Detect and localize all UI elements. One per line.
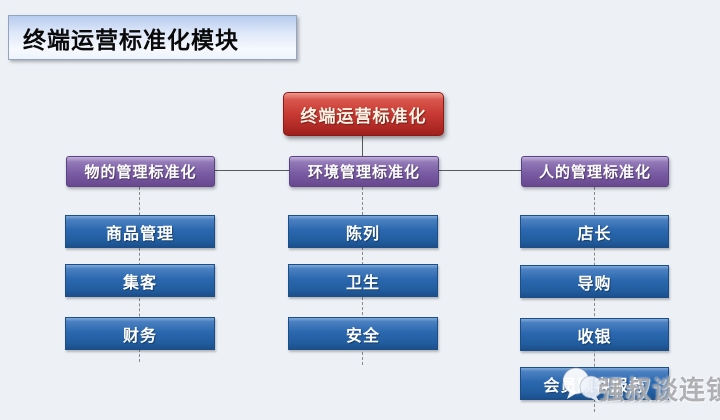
leaf-node: 陈列: [288, 215, 438, 248]
chat-bubbles-logo-icon: [562, 367, 603, 403]
leaf-node: 收银: [520, 318, 669, 351]
leaf-node: 商品管理: [65, 215, 215, 248]
leaf-node-label: 店长: [577, 225, 612, 243]
leaf-node-label: 收银: [577, 328, 612, 346]
leaf-node-label: 陈列: [345, 225, 380, 243]
leaf-node: 安全: [288, 317, 438, 350]
leaf-node-label: 集客: [122, 274, 157, 292]
watermark-text: 强叔谈连锁: [598, 375, 720, 405]
branch-node-label: 物的管理标准化: [84, 164, 197, 181]
branch-node-environment: 环境管理标准化: [289, 156, 439, 187]
root-node: 终端运营标准化: [283, 92, 444, 136]
branch-node-people: 人的管理标准化: [521, 156, 669, 187]
connector-dashed-column-right: [594, 187, 595, 412]
leaf-node-label: 安全: [345, 327, 380, 345]
leaf-node: 集客: [65, 264, 215, 297]
leaf-node-label: 商品管理: [105, 225, 174, 243]
slide-title: 终端运营标准化模块: [8, 15, 297, 60]
leaf-node-label: 导购: [577, 275, 612, 293]
root-node-label: 终端运营标准化: [300, 106, 427, 126]
leaf-node-label: 财务: [122, 327, 157, 345]
leaf-node: 导购: [520, 265, 669, 298]
leaf-node: 卫生: [288, 264, 438, 297]
leaf-node: 店长: [520, 215, 669, 248]
watermark: 强叔谈连锁: [560, 364, 720, 407]
branch-node-label: 人的管理标准化: [538, 164, 651, 181]
slide-title-text: 终端运营标准化模块: [23, 26, 239, 53]
leaf-node-label: 卫生: [345, 274, 380, 292]
branch-node-things: 物的管理标准化: [66, 156, 215, 187]
leaf-node: 财务: [65, 317, 215, 350]
connector-root-vertical: [362, 136, 363, 157]
branch-node-label: 环境管理标准化: [307, 164, 420, 181]
